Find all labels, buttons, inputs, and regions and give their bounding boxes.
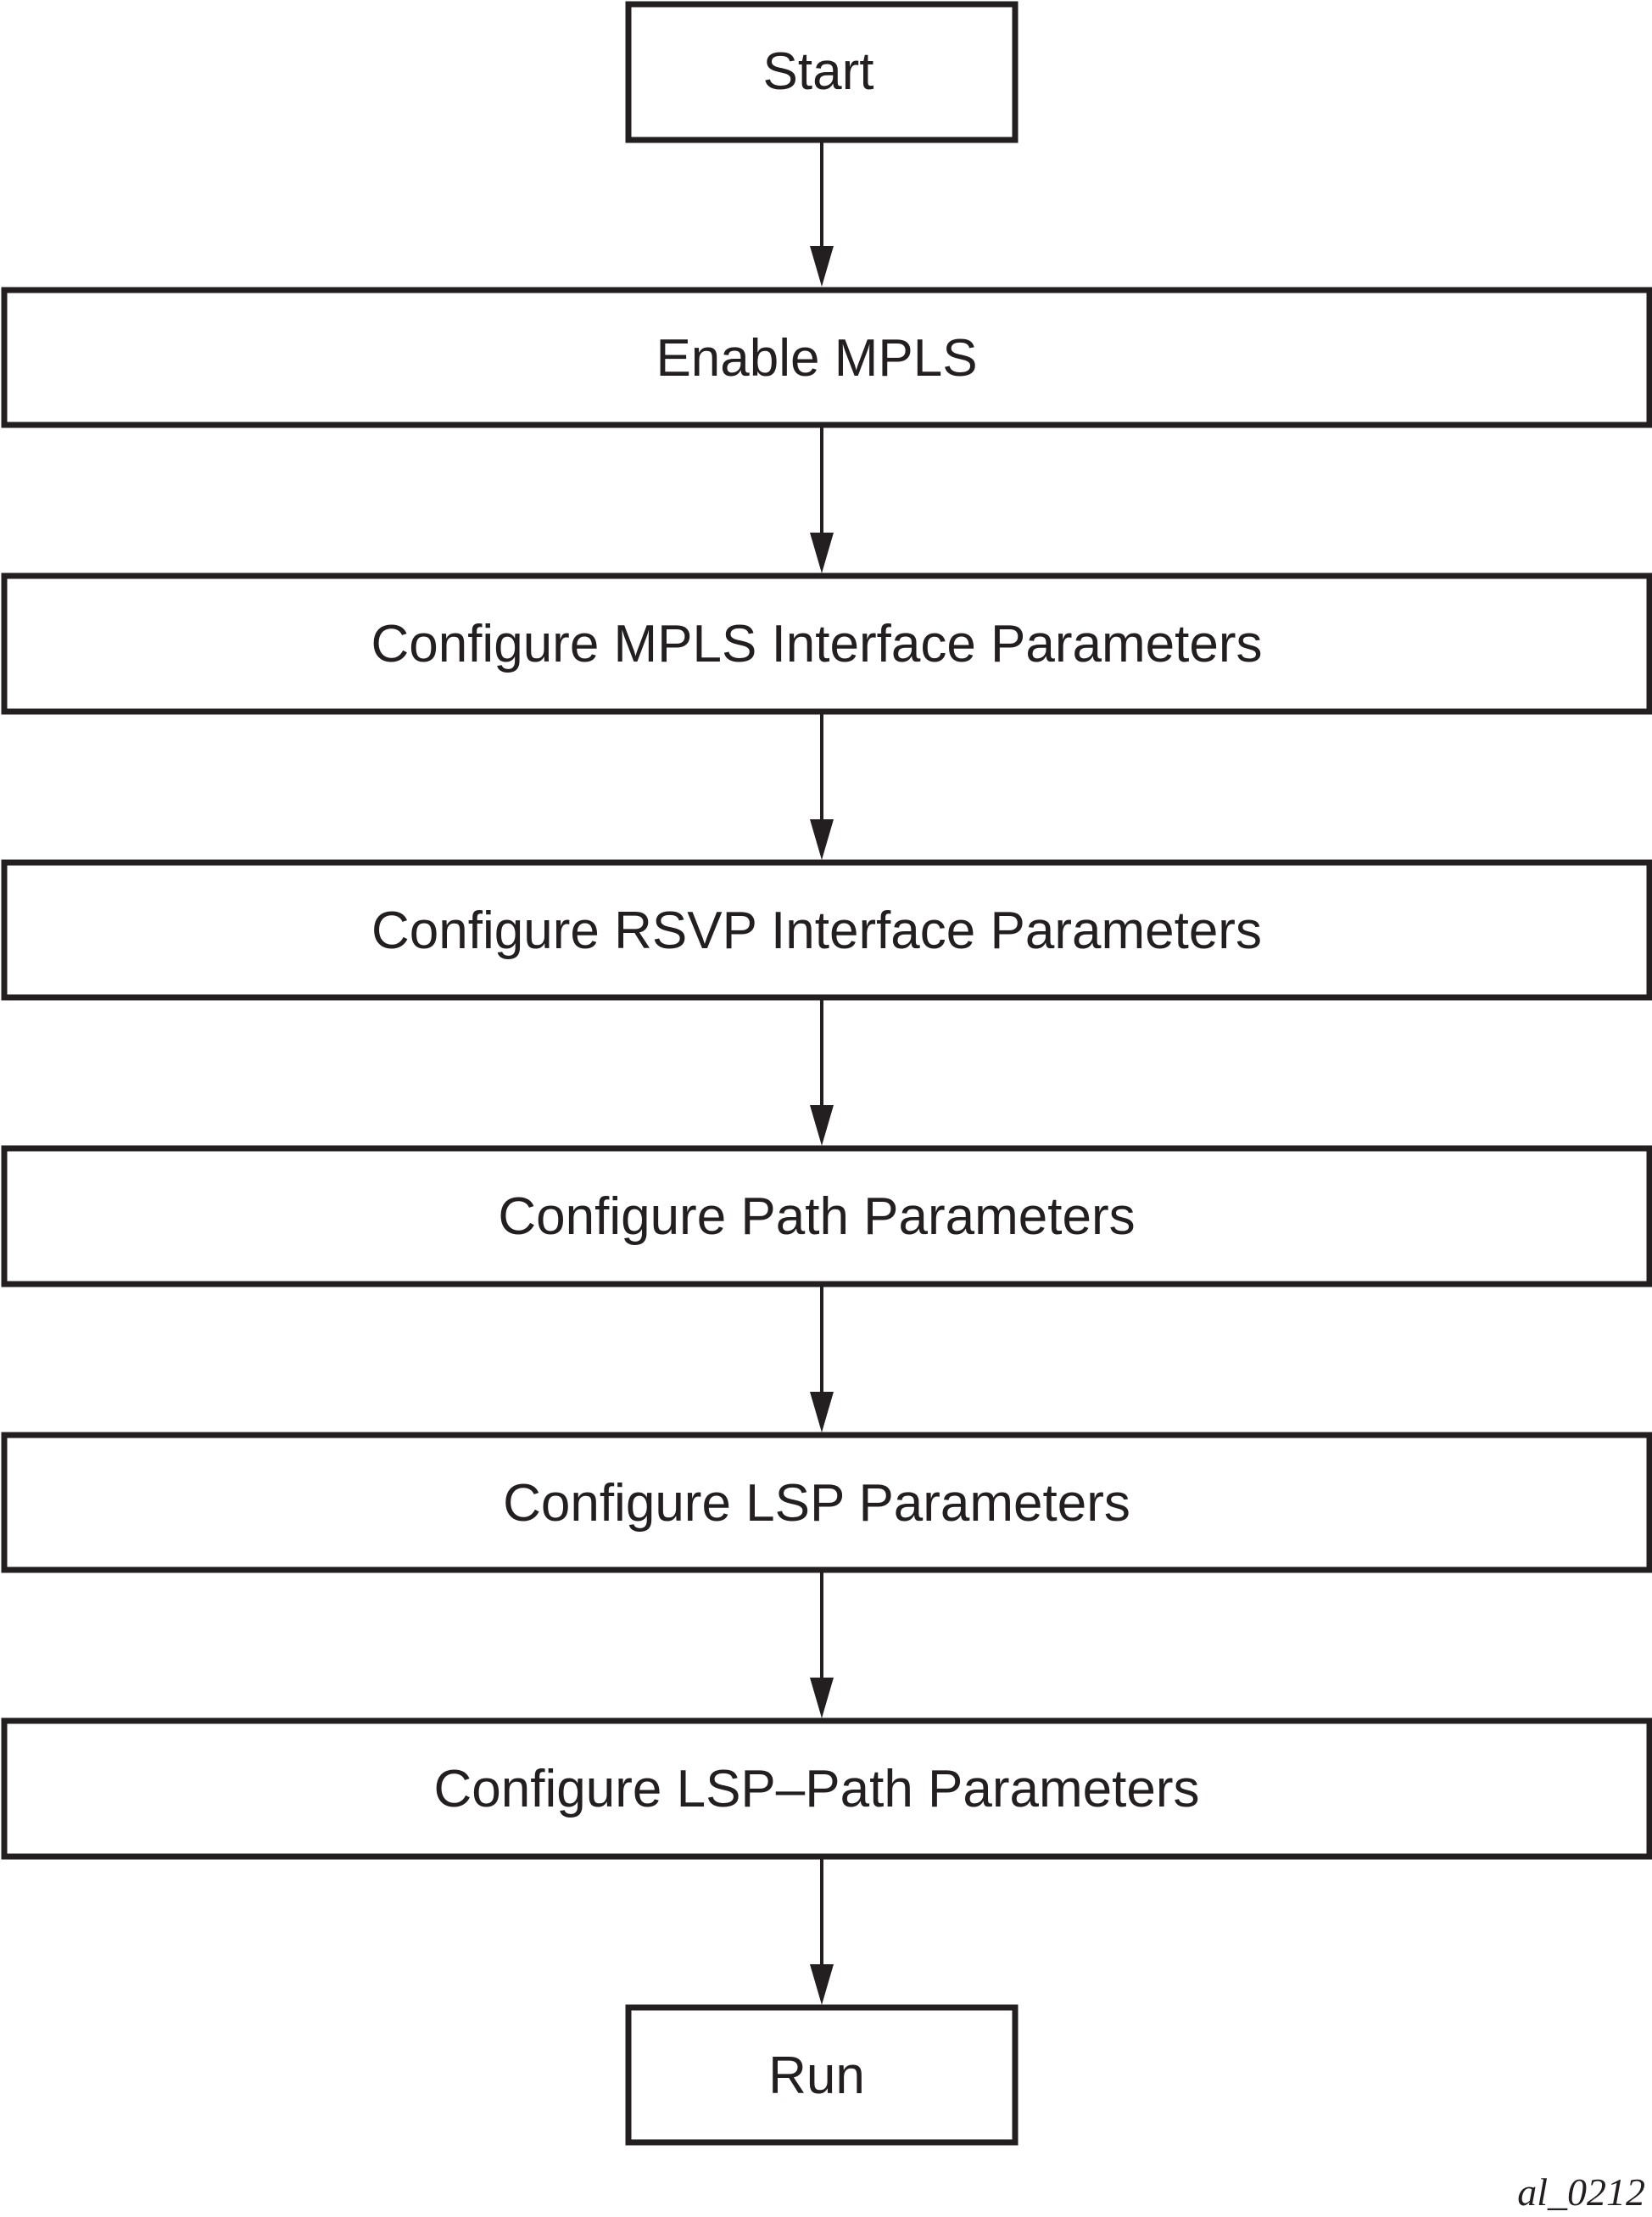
arrow-configure-lsp-path-to-run	[810, 1857, 834, 2005]
arrow-configure-rsvp-interface-to-configure-path	[810, 997, 834, 1146]
start-node: Start	[625, 1, 1019, 143]
run-node: Run	[625, 2004, 1019, 2146]
arrow-start-to-enable-mpls	[810, 140, 834, 287]
configure-mpls-interface-label: Configure MPLS Interface Parameters	[371, 615, 1262, 673]
run-label: Run	[768, 2047, 865, 2105]
connectors	[810, 140, 834, 2005]
configure-path-step: Configure Path Parameters	[1, 1145, 1652, 1287]
arrow-configure-mpls-interface-to-configure-rsvp-interface	[810, 712, 834, 860]
configure-rsvp-interface-step: Configure RSVP Interface Parameters	[1, 859, 1652, 1001]
configure-lsp-path-label: Configure LSP–Path Parameters	[434, 1760, 1200, 1818]
configure-path-label: Configure Path Parameters	[498, 1187, 1135, 1246]
figure-id: al_0212	[1517, 2170, 1645, 2214]
arrow-configure-path-to-configure-lsp	[810, 1284, 834, 1432]
enable-mpls-step: Enable MPLS	[1, 287, 1652, 428]
configure-lsp-path-step: Configure LSP–Path Parameters	[1, 1717, 1652, 1860]
enable-mpls-label: Enable MPLS	[656, 329, 977, 388]
configure-rsvp-interface-label: Configure RSVP Interface Parameters	[371, 902, 1262, 960]
configure-mpls-interface-step: Configure MPLS Interface Parameters	[1, 572, 1652, 715]
configure-lsp-step: Configure LSP Parameters	[1, 1432, 1652, 1573]
arrow-configure-lsp-to-configure-lsp-path	[810, 1570, 834, 1718]
configure-lsp-label: Configure LSP Parameters	[503, 1474, 1130, 1533]
arrow-enable-mpls-to-configure-mpls-interface	[810, 425, 834, 573]
start-label: Start	[763, 42, 874, 101]
